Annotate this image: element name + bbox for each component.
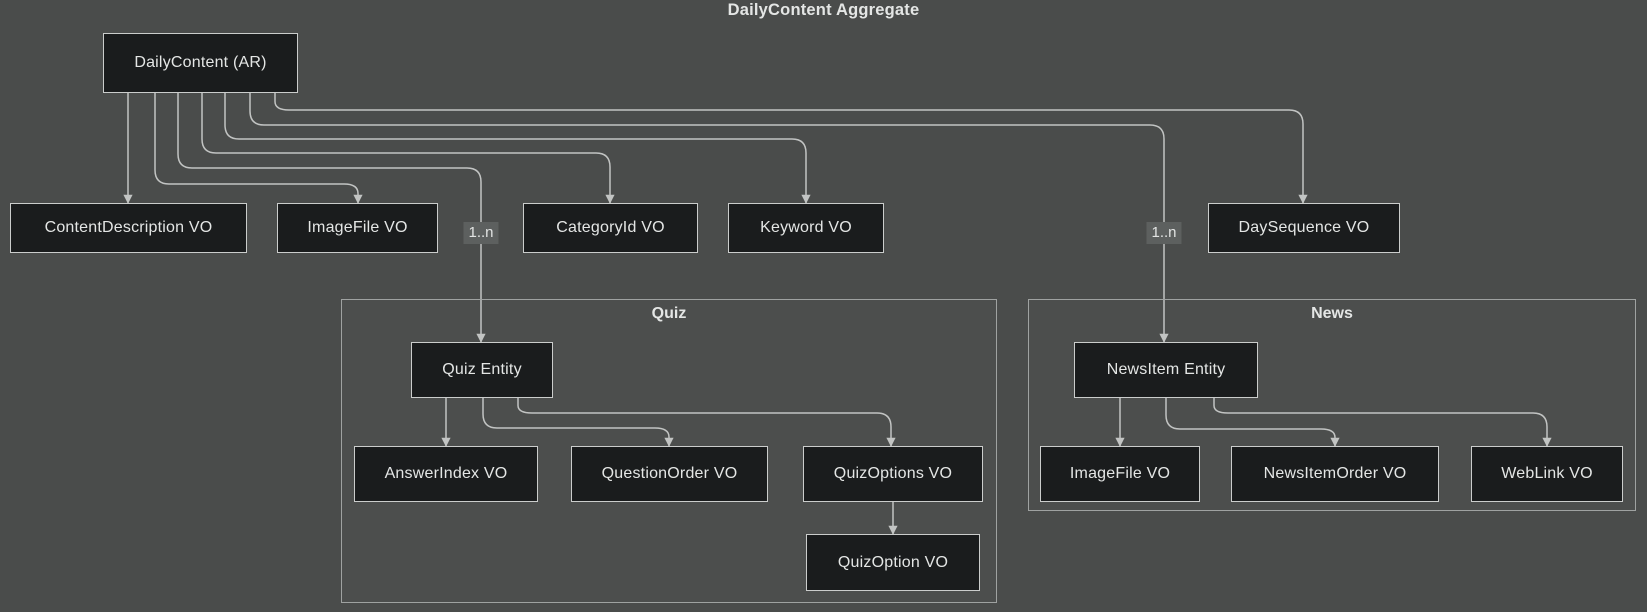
node-imagefile-vo-news: ImageFile VO	[1040, 446, 1200, 502]
edge-dailycontent-ar-to-imagefile-vo	[154, 93, 363, 204]
edge-dailycontent-ar-to-keyword-vo	[224, 93, 811, 204]
edge-newsitem-entity-to-newsitemorder-vo	[1165, 398, 1340, 447]
edge-dailycontent-ar-to-newsitem-entity	[249, 93, 1169, 343]
node-dailycontent-ar: DailyContent (AR)	[103, 33, 298, 93]
node-categoryid-vo: CategoryId VO	[523, 203, 698, 253]
edge-quiz-entity-to-questionorder-vo	[482, 398, 674, 447]
node-newsitem-entity: NewsItem Entity	[1074, 342, 1258, 398]
edge-dailycontent-ar-to-categoryid-vo	[201, 93, 615, 204]
edge-dailycontent-ar-to-daysequence-vo	[274, 93, 1308, 204]
node-quizoption-vo: QuizOption VO	[806, 534, 980, 591]
node-keyword-vo: Keyword VO	[728, 203, 884, 253]
edge-label-multiplicity-2: 1..n	[1146, 222, 1182, 244]
node-quizoptions-vo: QuizOptions VO	[803, 446, 983, 502]
node-weblink-vo: WebLink VO	[1471, 446, 1623, 502]
node-quiz-entity: Quiz Entity	[411, 342, 553, 398]
edge-label-multiplicity-1: 1..n	[463, 222, 499, 244]
diagram-title: DailyContent Aggregate	[727, 1, 920, 19]
subgraph-quiz: Quiz	[341, 299, 997, 603]
edge-dailycontent-ar-to-quiz-entity	[177, 93, 486, 343]
edge-newsitem-entity-to-weblink-vo	[1213, 398, 1552, 447]
node-newsitemorder-vo: NewsItemOrder VO	[1231, 446, 1439, 502]
node-answerindex-vo: AnswerIndex VO	[354, 446, 538, 502]
subgraph-quiz-label: Quiz	[651, 305, 687, 322]
node-questionorder-vo: QuestionOrder VO	[571, 446, 768, 502]
subgraph-news: News	[1028, 299, 1636, 511]
edge-quiz-entity-to-quizoptions-vo	[517, 398, 896, 447]
subgraph-news-label: News	[1311, 305, 1353, 322]
node-imagefile-vo: ImageFile VO	[277, 203, 438, 253]
node-contentdescription-vo: ContentDescription VO	[10, 203, 247, 253]
node-daysequence-vo: DaySequence VO	[1208, 203, 1400, 253]
